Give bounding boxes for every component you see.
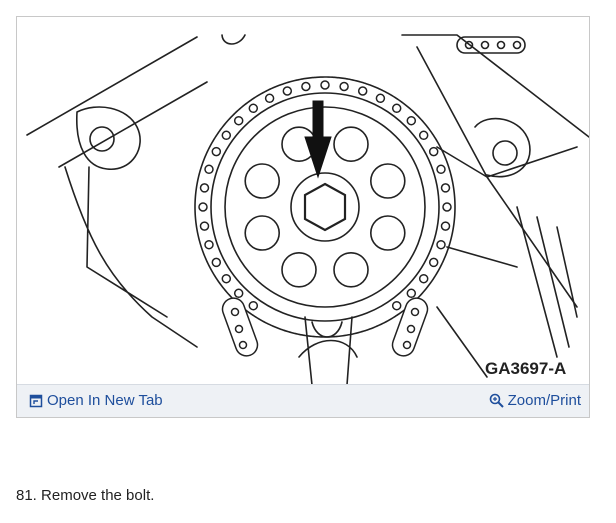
figure-panel: GA3697-A Open In New Tab Zoom/Print [16,16,590,418]
figure-toolbar: Open In New Tab Zoom/Print [17,384,589,417]
zoom-print-label: Zoom/Print [507,392,581,409]
open-in-new-tab-link[interactable]: Open In New Tab [29,392,163,409]
diagram-label: GA3697-A [485,359,566,378]
timing-chain-diagram: GA3697-A [26,34,589,385]
open-in-new-tab-label: Open In New Tab [47,392,163,409]
magnifier-icon [489,393,504,408]
step-instruction: 81. Remove the bolt. [16,487,155,504]
open-new-tab-icon [29,394,43,408]
zoom-print-link[interactable]: Zoom/Print [489,392,581,409]
